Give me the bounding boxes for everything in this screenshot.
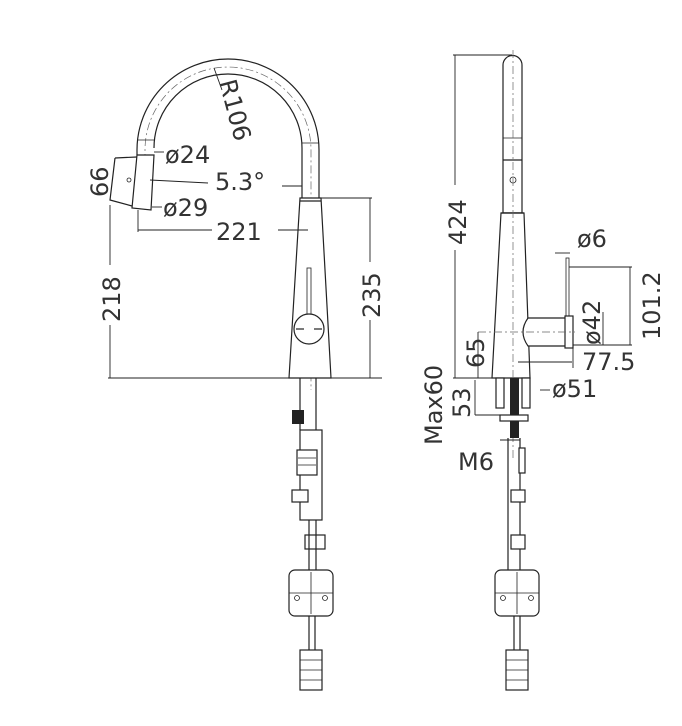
dim-body-height: 235 <box>358 272 386 318</box>
dim-shank-length: 53 <box>448 387 476 418</box>
dim-reach: 221 <box>216 218 262 246</box>
side-body <box>491 212 531 379</box>
dim-lever-d42: ø42 <box>578 300 606 345</box>
side-underside-assembly <box>494 377 540 691</box>
side-view: 424 ø6 101.2 ø42 77.5 ø51 65 53 Max60 M6 <box>420 50 666 691</box>
side-rod <box>565 257 570 317</box>
spray-head-outline <box>109 156 138 207</box>
spray-button <box>126 177 132 183</box>
dim-spout-height: 218 <box>98 276 126 322</box>
dim-spray-d29: ø29 <box>163 194 208 222</box>
faucet-body <box>288 197 332 379</box>
spout-arc-inner <box>153 73 303 198</box>
radius-leader <box>213 67 223 91</box>
front-underside-assembly <box>288 378 334 691</box>
dim-radius: R106 <box>213 76 256 144</box>
handle-knob <box>293 313 325 345</box>
dim-spray-length: 66 <box>86 166 114 197</box>
angle-leader <box>149 179 209 184</box>
dim-lever-height: 101.2 <box>638 271 666 340</box>
dim-lever-axis-height: 65 <box>462 337 490 368</box>
dim-lever-depth: 77.5 <box>582 348 635 376</box>
side-spout <box>502 54 523 214</box>
dim-rod-d6: ø6 <box>577 225 607 253</box>
dim-spray-d24: ø24 <box>165 141 210 169</box>
front-view: R106 ø24 5.3° ø29 66 221 218 235 <box>86 58 386 691</box>
spout-arc-outer <box>136 58 320 198</box>
dim-base-d51: ø51 <box>552 375 597 403</box>
dim-thread: M6 <box>458 448 494 476</box>
spray-head <box>131 154 155 211</box>
dim-max-deck: Max60 <box>420 365 448 445</box>
dim-total-height: 424 <box>444 199 472 245</box>
dim-angle: 5.3° <box>215 168 265 196</box>
